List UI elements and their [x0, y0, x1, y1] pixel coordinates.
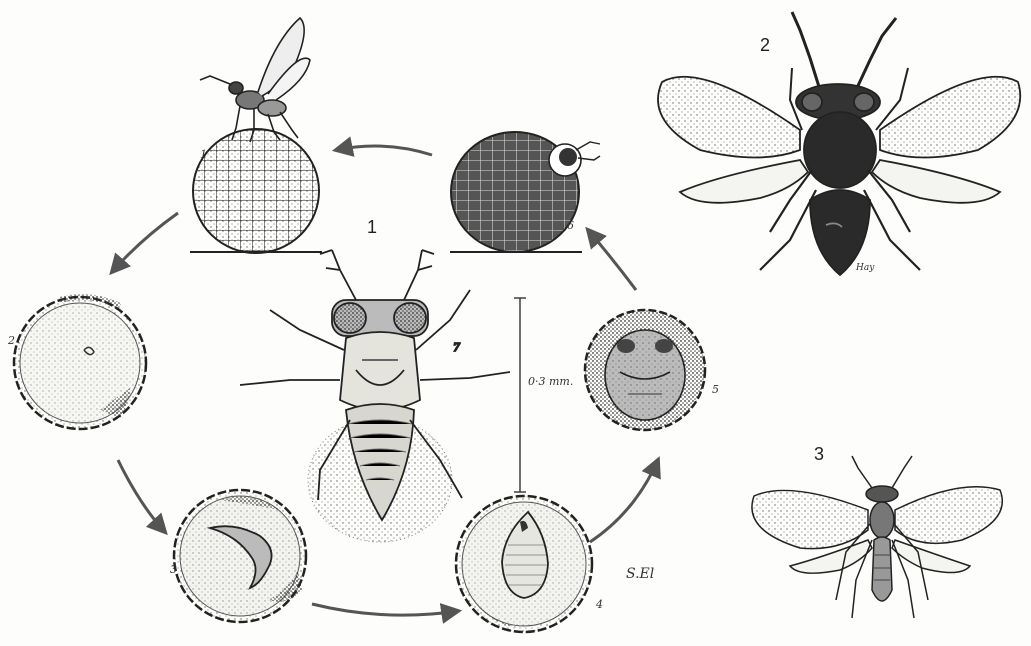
wasp-wing: [752, 490, 868, 548]
central-adult-insect: 7: [240, 250, 510, 542]
arrow-1-to-2: [112, 213, 178, 272]
arrow-3-to-4: [312, 604, 458, 615]
stage-label-6: 6: [567, 219, 574, 232]
wasp-wing: [895, 487, 1002, 544]
stage-label-1: 1: [200, 148, 207, 161]
signature-1: S.El: [626, 566, 654, 582]
scale-bar-label: 0·3 mm.: [528, 375, 573, 388]
stage-6-egg-emergence: 6: [450, 132, 600, 252]
arrow-2-to-3: [118, 460, 165, 532]
stage-2-egg: 2: [7, 297, 146, 429]
stage-label-5: 5: [712, 383, 719, 396]
arrow-4-to-5: [590, 460, 658, 542]
stage-label-4: 4: [595, 598, 603, 611]
stage-1-egg-emerging-adult: 1: [190, 18, 322, 253]
stage-label-3: 3: [170, 563, 177, 576]
egg-icon: [193, 129, 319, 253]
wasp-icon: [200, 18, 310, 142]
figure-label-3: 3: [814, 444, 824, 464]
figure-3-light-wasp: [752, 456, 1002, 618]
arrow-6-to-1: [336, 146, 432, 155]
stage-4-egg-prepupa: 4: [456, 496, 603, 632]
stage-5-egg-pupa: 5: [585, 310, 719, 430]
figure-2-dark-wasp: [658, 12, 1020, 275]
figure-label-1: 1: [367, 217, 377, 237]
figure-label-2: 2: [760, 35, 770, 55]
stage-label-2: 2: [7, 334, 15, 347]
signature-2: Hay: [855, 263, 875, 273]
stage-label-7: 7: [453, 341, 460, 354]
wasp-wing: [658, 77, 800, 158]
wasp-wing: [880, 77, 1020, 158]
arrow-5-to-6: [588, 230, 636, 290]
stage-3-egg-larva: 3: [170, 490, 306, 622]
scale-bar: [514, 298, 526, 492]
